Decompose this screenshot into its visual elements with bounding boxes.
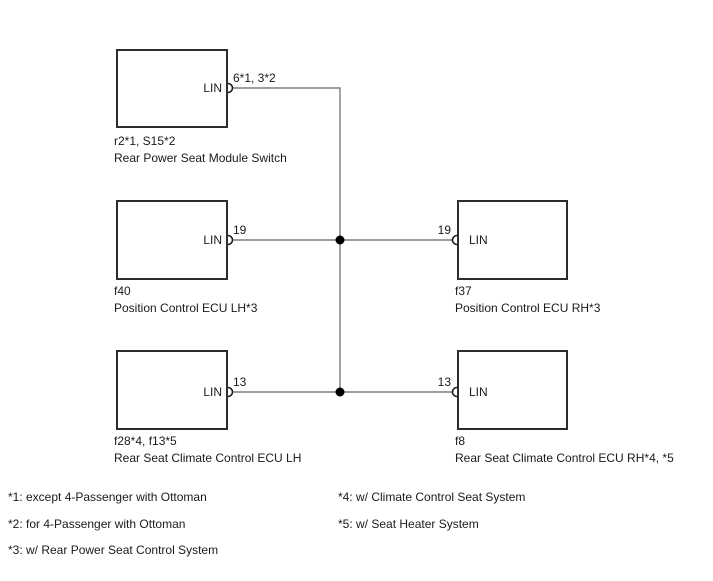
footnote: *2: for 4-Passenger with Ottoman xyxy=(8,517,186,531)
pin-number-label: 19 xyxy=(437,223,451,237)
pin-name-label: LIN xyxy=(203,385,222,399)
connector-code-label: f8 xyxy=(455,434,466,448)
component-box-rear-seat-climate-control-ecu-lh xyxy=(116,350,228,430)
footnote: *1: except 4-Passenger with Ottoman xyxy=(8,490,207,504)
component-box-rear-seat-climate-control-ecu-rh xyxy=(457,350,568,430)
wire-junction-dot xyxy=(335,235,345,245)
pin-number-label: 13 xyxy=(233,375,247,389)
footnote: *5: w/ Seat Heater System xyxy=(338,517,479,531)
pin-name-label: LIN xyxy=(469,233,488,247)
pin-number-label: 13 xyxy=(437,375,451,389)
component-name-label: Rear Seat Climate Control ECU LH xyxy=(114,451,302,465)
component-box-rear-power-seat-module-switch xyxy=(116,49,228,128)
pin-number-label: 19 xyxy=(233,223,247,237)
pin-number-label: 6*1, 3*2 xyxy=(233,71,276,85)
footnote: *4: w/ Climate Control Seat System xyxy=(338,490,526,504)
component-name-label: Rear Power Seat Module Switch xyxy=(114,151,287,165)
footnote: *3: w/ Rear Power Seat Control System xyxy=(8,543,219,557)
connector-code-label: r2*1, S15*2 xyxy=(114,134,176,148)
lin-bus-wire-vertical xyxy=(228,87,341,392)
component-name-label: Position Control ECU RH*3 xyxy=(455,301,601,315)
pin-name-label: LIN xyxy=(469,385,488,399)
connector-code-label: f37 xyxy=(455,284,472,298)
component-name-label: Rear Seat Climate Control ECU RH*4, *5 xyxy=(455,451,674,465)
connector-code-label: f28*4, f13*5 xyxy=(114,434,177,448)
connector-code-label: f40 xyxy=(114,284,131,298)
wire-junction-dot xyxy=(335,387,345,397)
pin-name-label: LIN xyxy=(203,81,222,95)
pin-name-label: LIN xyxy=(203,233,222,247)
component-name-label: Position Control ECU LH*3 xyxy=(114,301,258,315)
component-box-position-control-ecu-lh xyxy=(116,200,228,280)
component-box-position-control-ecu-rh xyxy=(457,200,568,280)
